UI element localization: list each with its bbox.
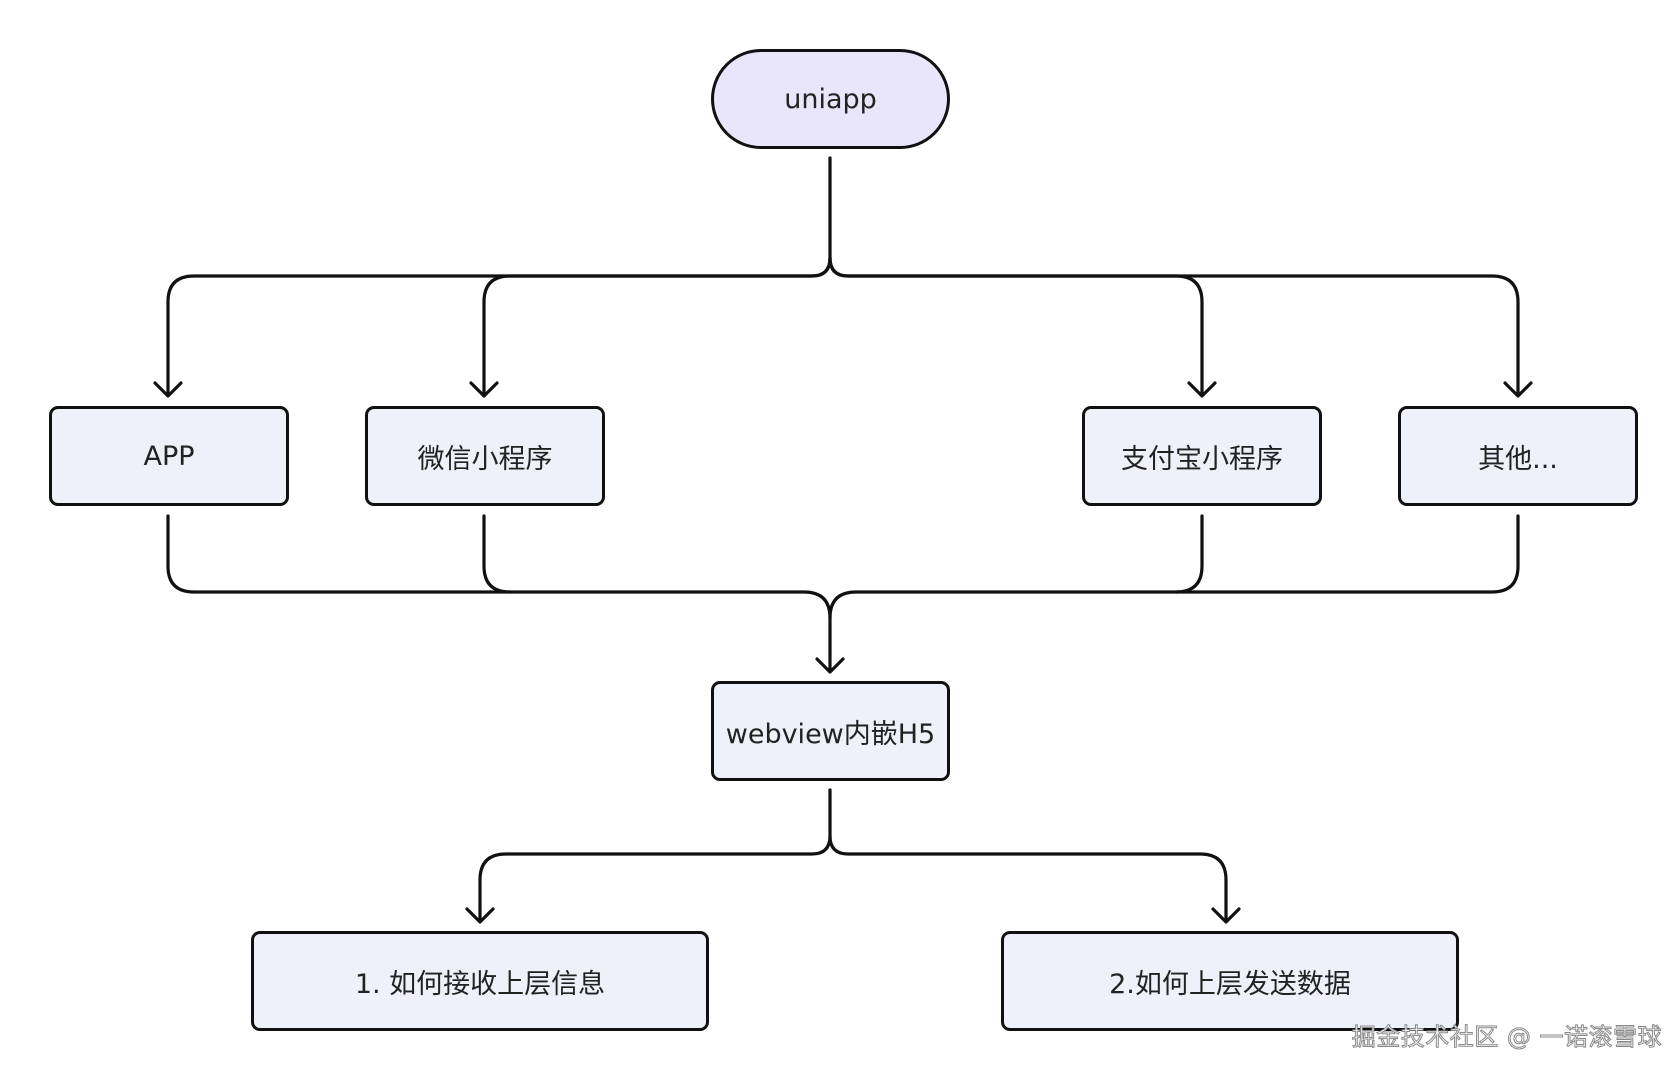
node-receive-info: 1. 如何接收上层信息 (251, 931, 709, 1031)
arrowhead-send (1211, 907, 1241, 924)
edge-other-to-webview (828, 514, 1520, 620)
arrowhead-alipay (1187, 381, 1217, 398)
edge-app-to-webview (166, 514, 832, 672)
edge-root-to-wechat (482, 256, 832, 396)
edge-wechat-to-webview (482, 514, 512, 594)
edge-webview-to-send (828, 834, 1228, 922)
node-alipay-miniprogram: 支付宝小程序 (1082, 406, 1322, 506)
edge-root-to-other (828, 256, 1520, 396)
node-other: 其他... (1398, 406, 1638, 506)
edge-root-to-alipay (828, 256, 1204, 396)
node-uniapp: uniapp (711, 49, 950, 149)
arrowhead-other (1503, 381, 1533, 398)
node-wechat-miniprogram: 微信小程序 (365, 406, 605, 506)
node-webview-h5: webview内嵌H5 (711, 681, 950, 781)
arrowhead-receive (465, 907, 495, 924)
edge-webview-to-receive (478, 788, 832, 922)
watermark: 掘金技术社区 @ 一诺滚雪球 (1351, 1023, 1662, 1052)
node-app: APP (49, 406, 289, 506)
edge-alipay-to-webview (1174, 514, 1204, 594)
arrowhead-wechat (469, 381, 499, 398)
arrowhead-webview (815, 657, 845, 674)
node-send-data: 2.如何上层发送数据 (1001, 931, 1459, 1031)
arrowhead-app (153, 381, 183, 398)
